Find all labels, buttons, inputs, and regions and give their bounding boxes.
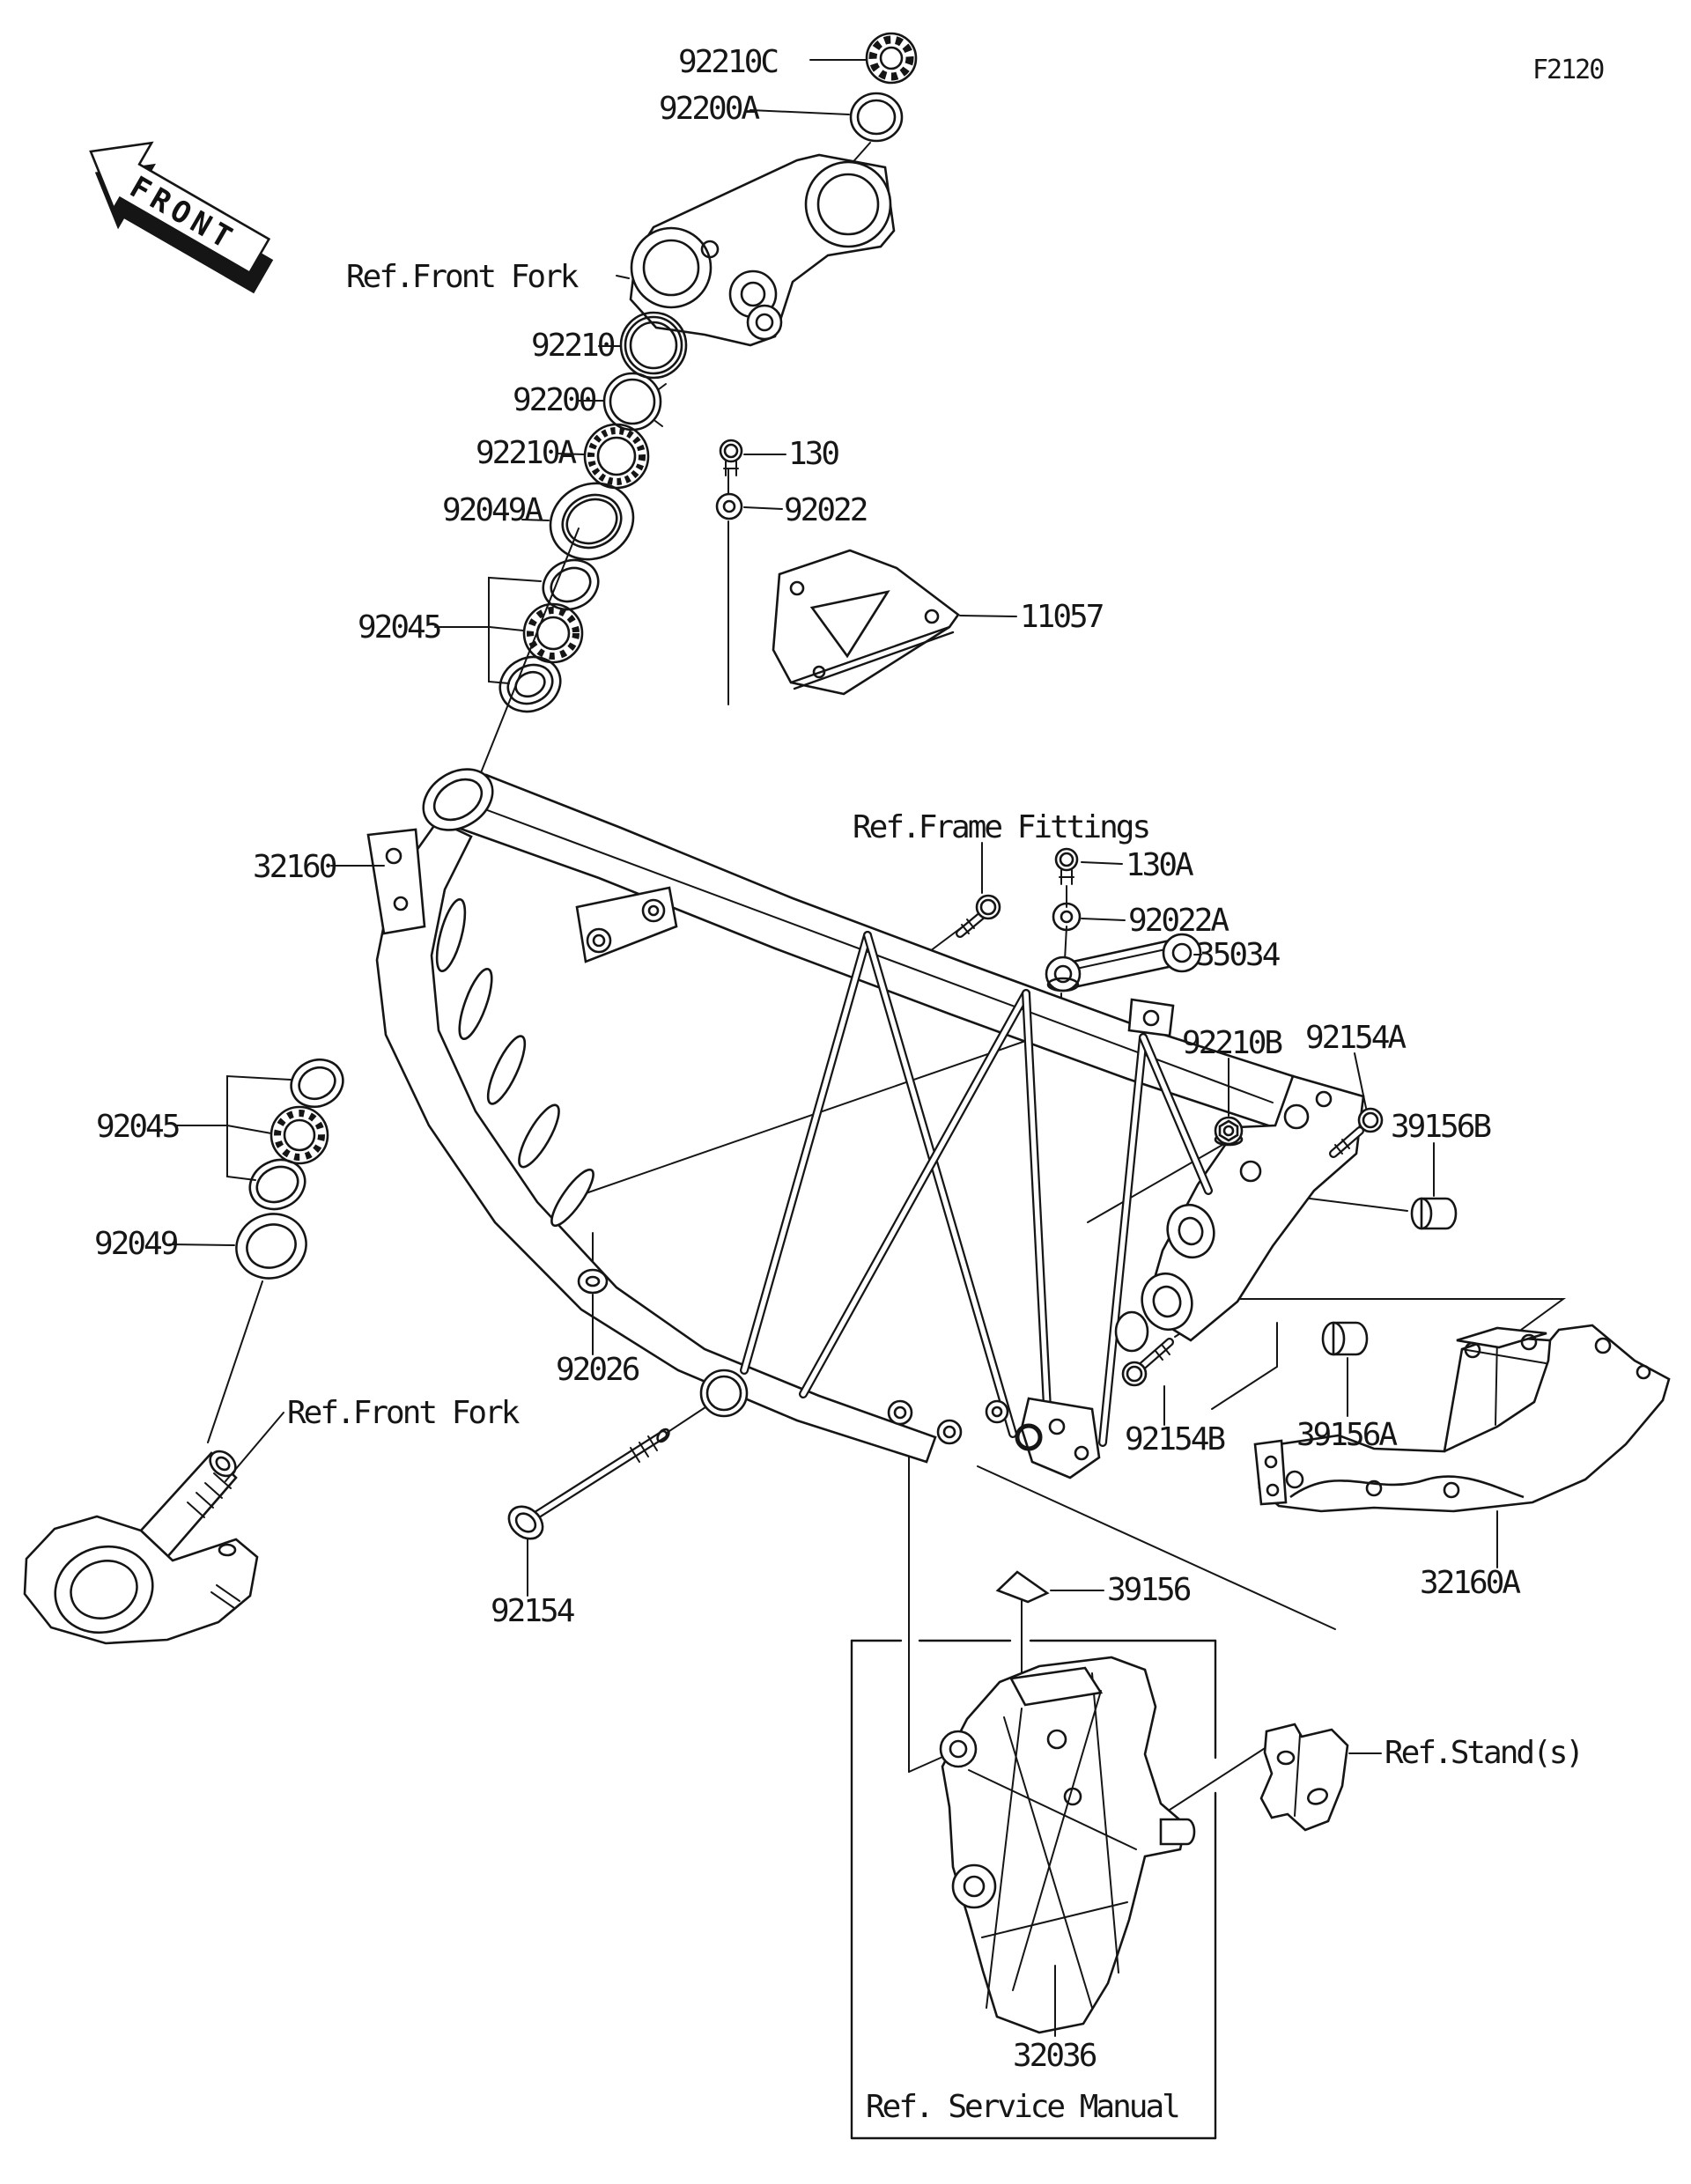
upper-triple-clamp-drawing: [629, 153, 896, 347]
bolt-130: [719, 439, 743, 476]
claw-washer-92200: [602, 372, 667, 432]
callout-92049: 92049: [94, 1226, 178, 1262]
callout-92210: 92210: [531, 328, 615, 364]
callout-32160a: 32160A: [1420, 1565, 1521, 1601]
ref-front-fork-top-label: Ref.Front Fork: [346, 259, 580, 295]
callout-39156: 39156: [1107, 1572, 1191, 1608]
seal-92049: [235, 1213, 307, 1280]
callout-92200a: 92200A: [659, 91, 760, 127]
rear-bracket-drawing-32160a: [1253, 1324, 1671, 1513]
callout-92049a: 92049A: [442, 492, 543, 528]
callout-92210b: 92210B: [1182, 1025, 1281, 1061]
callout-92154b: 92154B: [1125, 1421, 1224, 1457]
ref-service-manual-label: Ref. Service Manual: [866, 2089, 1178, 2125]
seal-92049a: [549, 482, 635, 561]
bolt-130a: [1054, 847, 1079, 885]
callout-92022a: 92022A: [1128, 903, 1229, 939]
ref-frame-fittings-label: Ref.Frame Fittings: [853, 809, 1148, 845]
callout-39156a: 39156A: [1296, 1417, 1398, 1453]
head-tube: [422, 768, 494, 831]
figure-code-label: F2120: [1532, 55, 1604, 85]
callout-130: 130: [788, 436, 838, 472]
flange-nut-92210b: [1214, 1116, 1244, 1147]
bolt-92154b: [1121, 1338, 1174, 1387]
callout-92210c: 92210C: [678, 44, 777, 80]
lower-triple-clamp-drawing: [23, 1450, 259, 1645]
callout-92045-top: 92045: [358, 609, 440, 646]
pad-39156: [995, 1570, 1050, 1604]
bolt-92154a: [1329, 1107, 1384, 1158]
callout-92154a: 92154A: [1305, 1020, 1407, 1056]
washer-92200a: [849, 92, 904, 143]
front-arrow-face: [89, 141, 271, 275]
stem-ring-nut-92210: [619, 311, 688, 380]
cap-39156b: [1410, 1197, 1458, 1230]
link-arm-35034: [1045, 933, 1202, 992]
front-direction-arrow: FRONT: [89, 141, 274, 294]
ref-front-fork-bottom-label: Ref.Front Fork: [287, 1395, 521, 1431]
callout-11057: 11057: [1020, 599, 1103, 635]
callout-labels: F2120 92210C 92200A Ref.Front Fork 92210…: [94, 44, 1606, 2125]
callout-130a: 130A: [1126, 847, 1194, 883]
callout-92045-left: 92045: [96, 1109, 179, 1145]
callout-32160: 32160: [253, 849, 336, 885]
callout-92022: 92022: [784, 492, 867, 528]
frame-fittings-bolt: [956, 894, 1001, 938]
trellis-tubes: [740, 931, 1213, 1447]
bearing-set-92045-top: [498, 558, 600, 713]
callout-92154: 92154: [491, 1593, 574, 1629]
main-frame-drawing-32160: [366, 768, 1365, 1479]
service-manual-box: [850, 1639, 1217, 2140]
bracket-plate-11057: [772, 549, 960, 696]
ref-stands-label: Ref.Stand(s): [1385, 1735, 1582, 1771]
callout-92200: 92200: [513, 382, 596, 418]
washer-92026: [577, 1268, 609, 1295]
washer-92022: [715, 492, 743, 520]
bearing-set-92045-left: [248, 1058, 344, 1211]
label-leader-lines: [168, 59, 1498, 2037]
long-bolt-92154: [507, 1428, 670, 1540]
callout-92026: 92026: [556, 1352, 639, 1388]
callout-92210a: 92210A: [476, 435, 577, 471]
stand-bracket-drawing: [1259, 1723, 1349, 1832]
cap-39156a: [1321, 1321, 1369, 1356]
engine-bracket-drawing-32036: [939, 1656, 1196, 2034]
callout-32036: 32036: [1013, 2038, 1097, 2074]
washer-92022a: [1052, 902, 1082, 932]
callout-35034: 35034: [1196, 937, 1280, 973]
steering-stem-nut-92210c: [865, 32, 918, 85]
callout-39156b: 39156B: [1391, 1109, 1490, 1145]
